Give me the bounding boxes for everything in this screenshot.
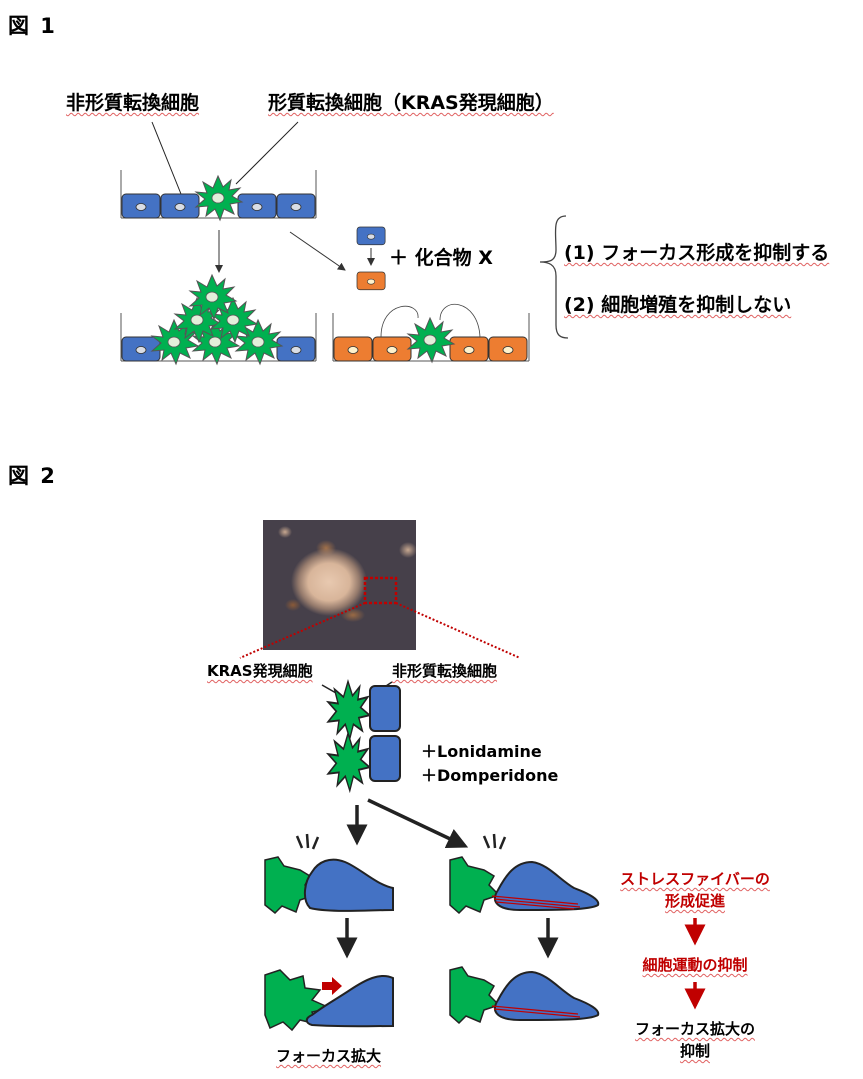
focus-photo [263, 520, 416, 650]
label-non-transformed-cell-2: 非形質転換細胞 [392, 662, 498, 680]
dish-treated [332, 304, 530, 363]
normal-cell [276, 193, 316, 219]
kras-cell [327, 732, 371, 792]
treated-cell [488, 336, 528, 362]
cell-arc [380, 305, 419, 338]
treated-cell [333, 336, 373, 362]
leader-line-transformed [235, 121, 299, 185]
kras-cell [449, 966, 501, 1025]
normal-cell-shape [304, 858, 394, 912]
figure-2-title: 図 2 [8, 464, 57, 488]
transformed-cell [195, 175, 243, 221]
normal-cell-shape [493, 970, 600, 1022]
compound-x-label: ＋ 化合物 X [389, 247, 493, 269]
drug-domperidone: ＋Domperidone [421, 766, 559, 785]
normal-cell-before [356, 226, 386, 246]
kras-cell [449, 856, 501, 915]
normal-cell [237, 193, 277, 219]
left-outcome-focus-expansion: フォーカス拡大 [276, 1047, 382, 1065]
dish-focus-formation [120, 274, 317, 365]
zoom-line-right [395, 602, 521, 659]
mechanism-step3-line2: 抑制 [679, 1042, 710, 1060]
mechanism-step1-line2: 形成促進 [664, 892, 725, 910]
right-top-interaction [449, 833, 600, 915]
kras-cell [327, 680, 371, 740]
right-bottom-interaction [449, 966, 600, 1025]
left-top-interaction [264, 833, 394, 915]
normal-cell [369, 735, 401, 782]
treated-cell [372, 336, 412, 362]
leader-line-non-transformed [151, 121, 182, 195]
stress-fiber [493, 1008, 581, 1018]
curly-brace [539, 215, 569, 339]
stress-fiber [491, 1005, 579, 1015]
normal-cell-shape [305, 974, 394, 1028]
figure-1-title: 図 1 [8, 14, 57, 38]
normal-cell-shape [493, 860, 600, 912]
transformed-cell [407, 317, 455, 363]
label-kras-cell: KRAS発現細胞 [207, 662, 313, 680]
treated-cell-after [356, 271, 386, 291]
label-non-transformed-cell: 非形質転換細胞 [66, 92, 200, 114]
arrow-right-branch [367, 798, 469, 848]
left-bottom-interaction [264, 969, 394, 1032]
stress-fiber [493, 898, 581, 908]
mechanism-step3-line1: フォーカス拡大の [634, 1020, 755, 1038]
normal-cell [121, 193, 161, 219]
zoom-box [363, 576, 398, 605]
stress-fiber [491, 895, 579, 905]
migration-arrow-icon [322, 977, 342, 995]
cell-arc [439, 304, 481, 338]
zoom-line-left [239, 602, 366, 659]
dish-initial [120, 170, 317, 221]
normal-cell [160, 193, 200, 219]
normal-cell [369, 685, 401, 732]
mechanism-step1-line1: ストレスファイバーの [620, 870, 770, 888]
condition-2: (2) 細胞増殖を抑制しない [564, 294, 792, 316]
stress-fiber [495, 901, 575, 910]
mechanism-step2: 細胞運動の抑制 [642, 956, 748, 974]
label-transformed-cell: 形質転換細胞（KRAS発現細胞） [268, 92, 554, 114]
condition-1: (1) フォーカス形成を抑制する [564, 242, 830, 264]
treated-cell [449, 336, 489, 362]
normal-cell [276, 336, 316, 362]
drug-lonidamine: ＋Lonidamine [421, 742, 542, 761]
arrow-treated [289, 231, 346, 271]
